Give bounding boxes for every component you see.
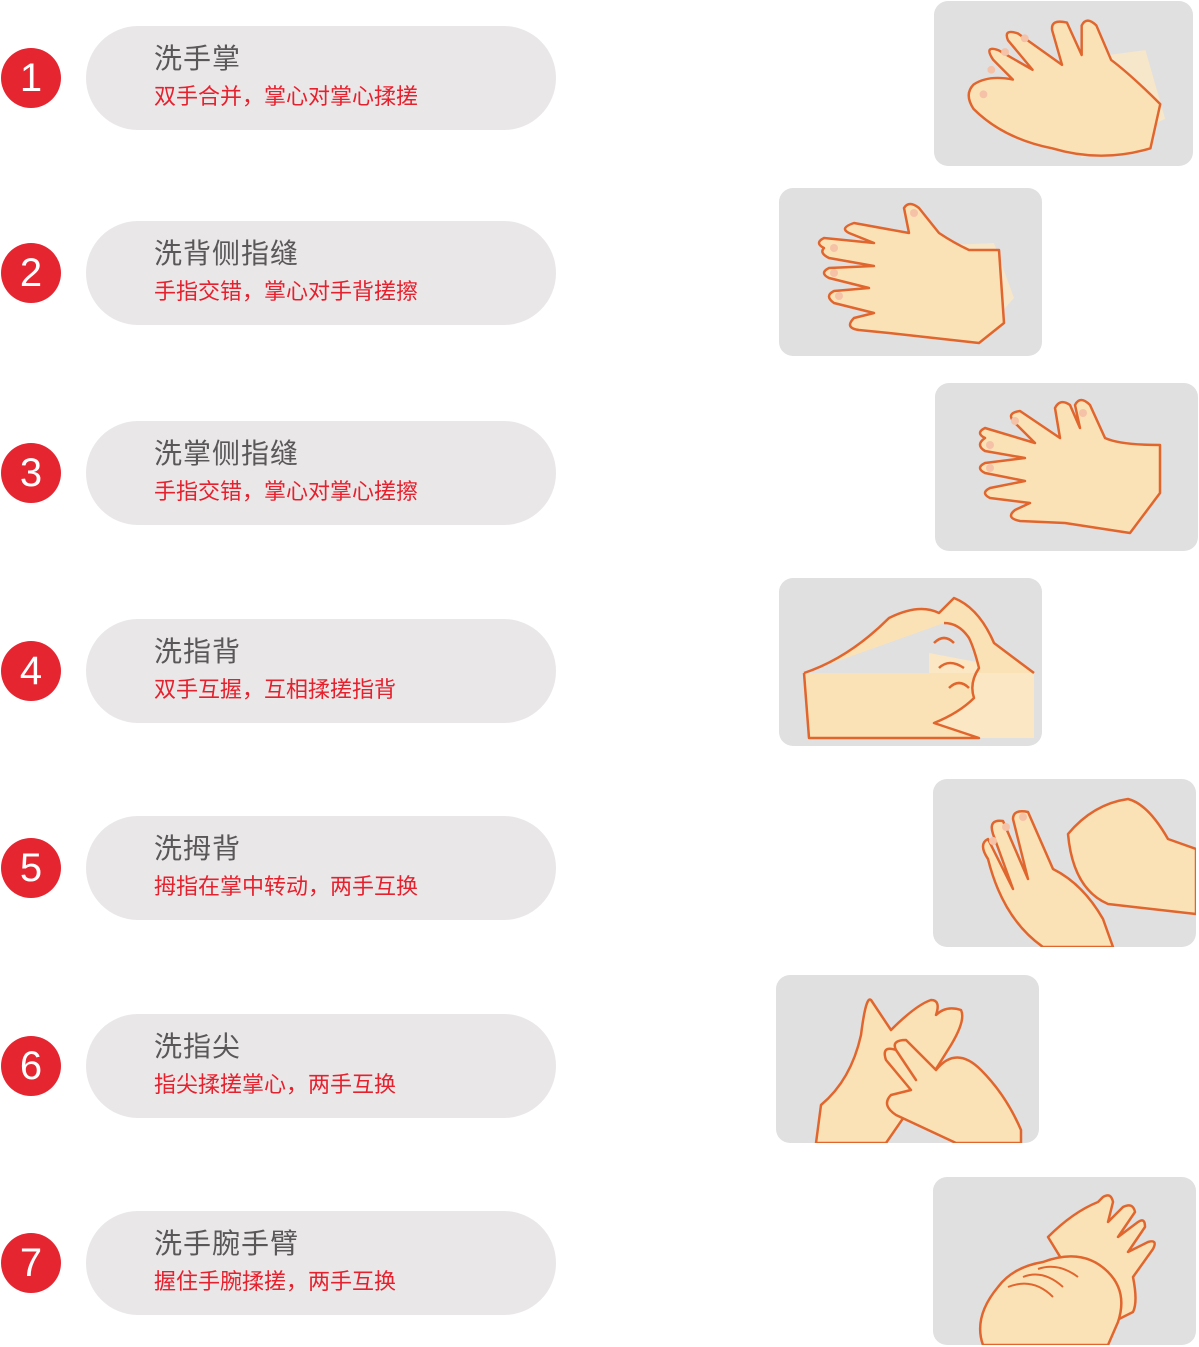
step-description: 握住手腕揉搓，两手互换 xyxy=(154,1270,397,1295)
step-7: 7 洗手腕手臂 握住手腕揉搓，两手互换 xyxy=(0,1211,570,1315)
step-label-pill: 洗背侧指缝 手指交错，掌心对手背搓擦 xyxy=(86,221,556,325)
step-label-pill: 洗手腕手臂 握住手腕揉搓，两手互换 xyxy=(86,1211,556,1315)
hands-icon xyxy=(978,398,1162,535)
hands-icon xyxy=(978,1194,1156,1345)
step-3: 3 洗掌侧指缝 手指交错，掌心对掌心搓擦 xyxy=(0,421,570,525)
step-title: 洗手掌 xyxy=(154,42,242,75)
step-number-badge: 7 xyxy=(1,1233,61,1293)
palms-together-illustration xyxy=(934,1,1193,166)
step-label-pill: 洗拇背 拇指在掌中转动，两手互换 xyxy=(86,816,556,920)
step-label-pill: 洗指背 双手互握，互相揉搓指背 xyxy=(86,619,556,723)
step-title: 洗掌侧指缝 xyxy=(154,437,300,470)
hands-icon xyxy=(981,797,1196,947)
step-description: 双手互握，互相揉搓指背 xyxy=(154,678,397,703)
thumb-rotation-illustration xyxy=(933,779,1196,947)
palm-over-back-illustration xyxy=(779,188,1042,356)
step-description: 手指交错，掌心对手背搓擦 xyxy=(154,280,419,305)
step-label-pill: 洗掌侧指缝 手指交错，掌心对掌心搓擦 xyxy=(86,421,556,525)
step-title: 洗手腕手臂 xyxy=(154,1227,300,1260)
step-title: 洗指尖 xyxy=(154,1030,242,1063)
step-label-pill: 洗指尖 指尖揉搓掌心，两手互换 xyxy=(86,1014,556,1118)
step-4: 4 洗指背 双手互握，互相揉搓指背 xyxy=(0,619,570,723)
step-label-pill: 洗手掌 双手合并，掌心对掌心揉搓 xyxy=(86,26,556,130)
step-number-badge: 6 xyxy=(1,1036,61,1096)
step-description: 指尖揉搓掌心，两手互换 xyxy=(154,1073,397,1098)
step-number-badge: 3 xyxy=(1,443,61,503)
step-description: 手指交错，掌心对掌心搓擦 xyxy=(154,480,419,505)
step-title: 洗拇背 xyxy=(154,832,242,865)
hands-icon xyxy=(817,202,1014,345)
interlocked-fingers-illustration xyxy=(779,578,1042,746)
step-number-badge: 5 xyxy=(1,838,61,898)
step-title: 洗指背 xyxy=(154,635,242,668)
fingertips-palm-illustration xyxy=(776,975,1039,1143)
hands-icon xyxy=(802,596,1035,740)
hands-icon xyxy=(967,19,1166,159)
step-title: 洗背侧指缝 xyxy=(154,237,300,270)
hands-icon xyxy=(814,998,1023,1143)
step-number-badge: 4 xyxy=(1,641,61,701)
step-5: 5 洗拇背 拇指在掌中转动，两手互换 xyxy=(0,816,570,920)
interlaced-palms-illustration xyxy=(935,383,1198,551)
step-6: 6 洗指尖 指尖揉搓掌心，两手互换 xyxy=(0,1014,570,1118)
step-2: 2 洗背侧指缝 手指交错，掌心对手背搓擦 xyxy=(0,221,570,325)
step-description: 拇指在掌中转动，两手互换 xyxy=(154,875,419,900)
step-1: 1 洗手掌 双手合并，掌心对掌心揉搓 xyxy=(0,26,570,130)
step-number-badge: 1 xyxy=(1,48,61,108)
wrist-grip-illustration xyxy=(933,1177,1196,1345)
step-description: 双手合并，掌心对掌心揉搓 xyxy=(154,85,419,110)
step-number-badge: 2 xyxy=(1,243,61,303)
